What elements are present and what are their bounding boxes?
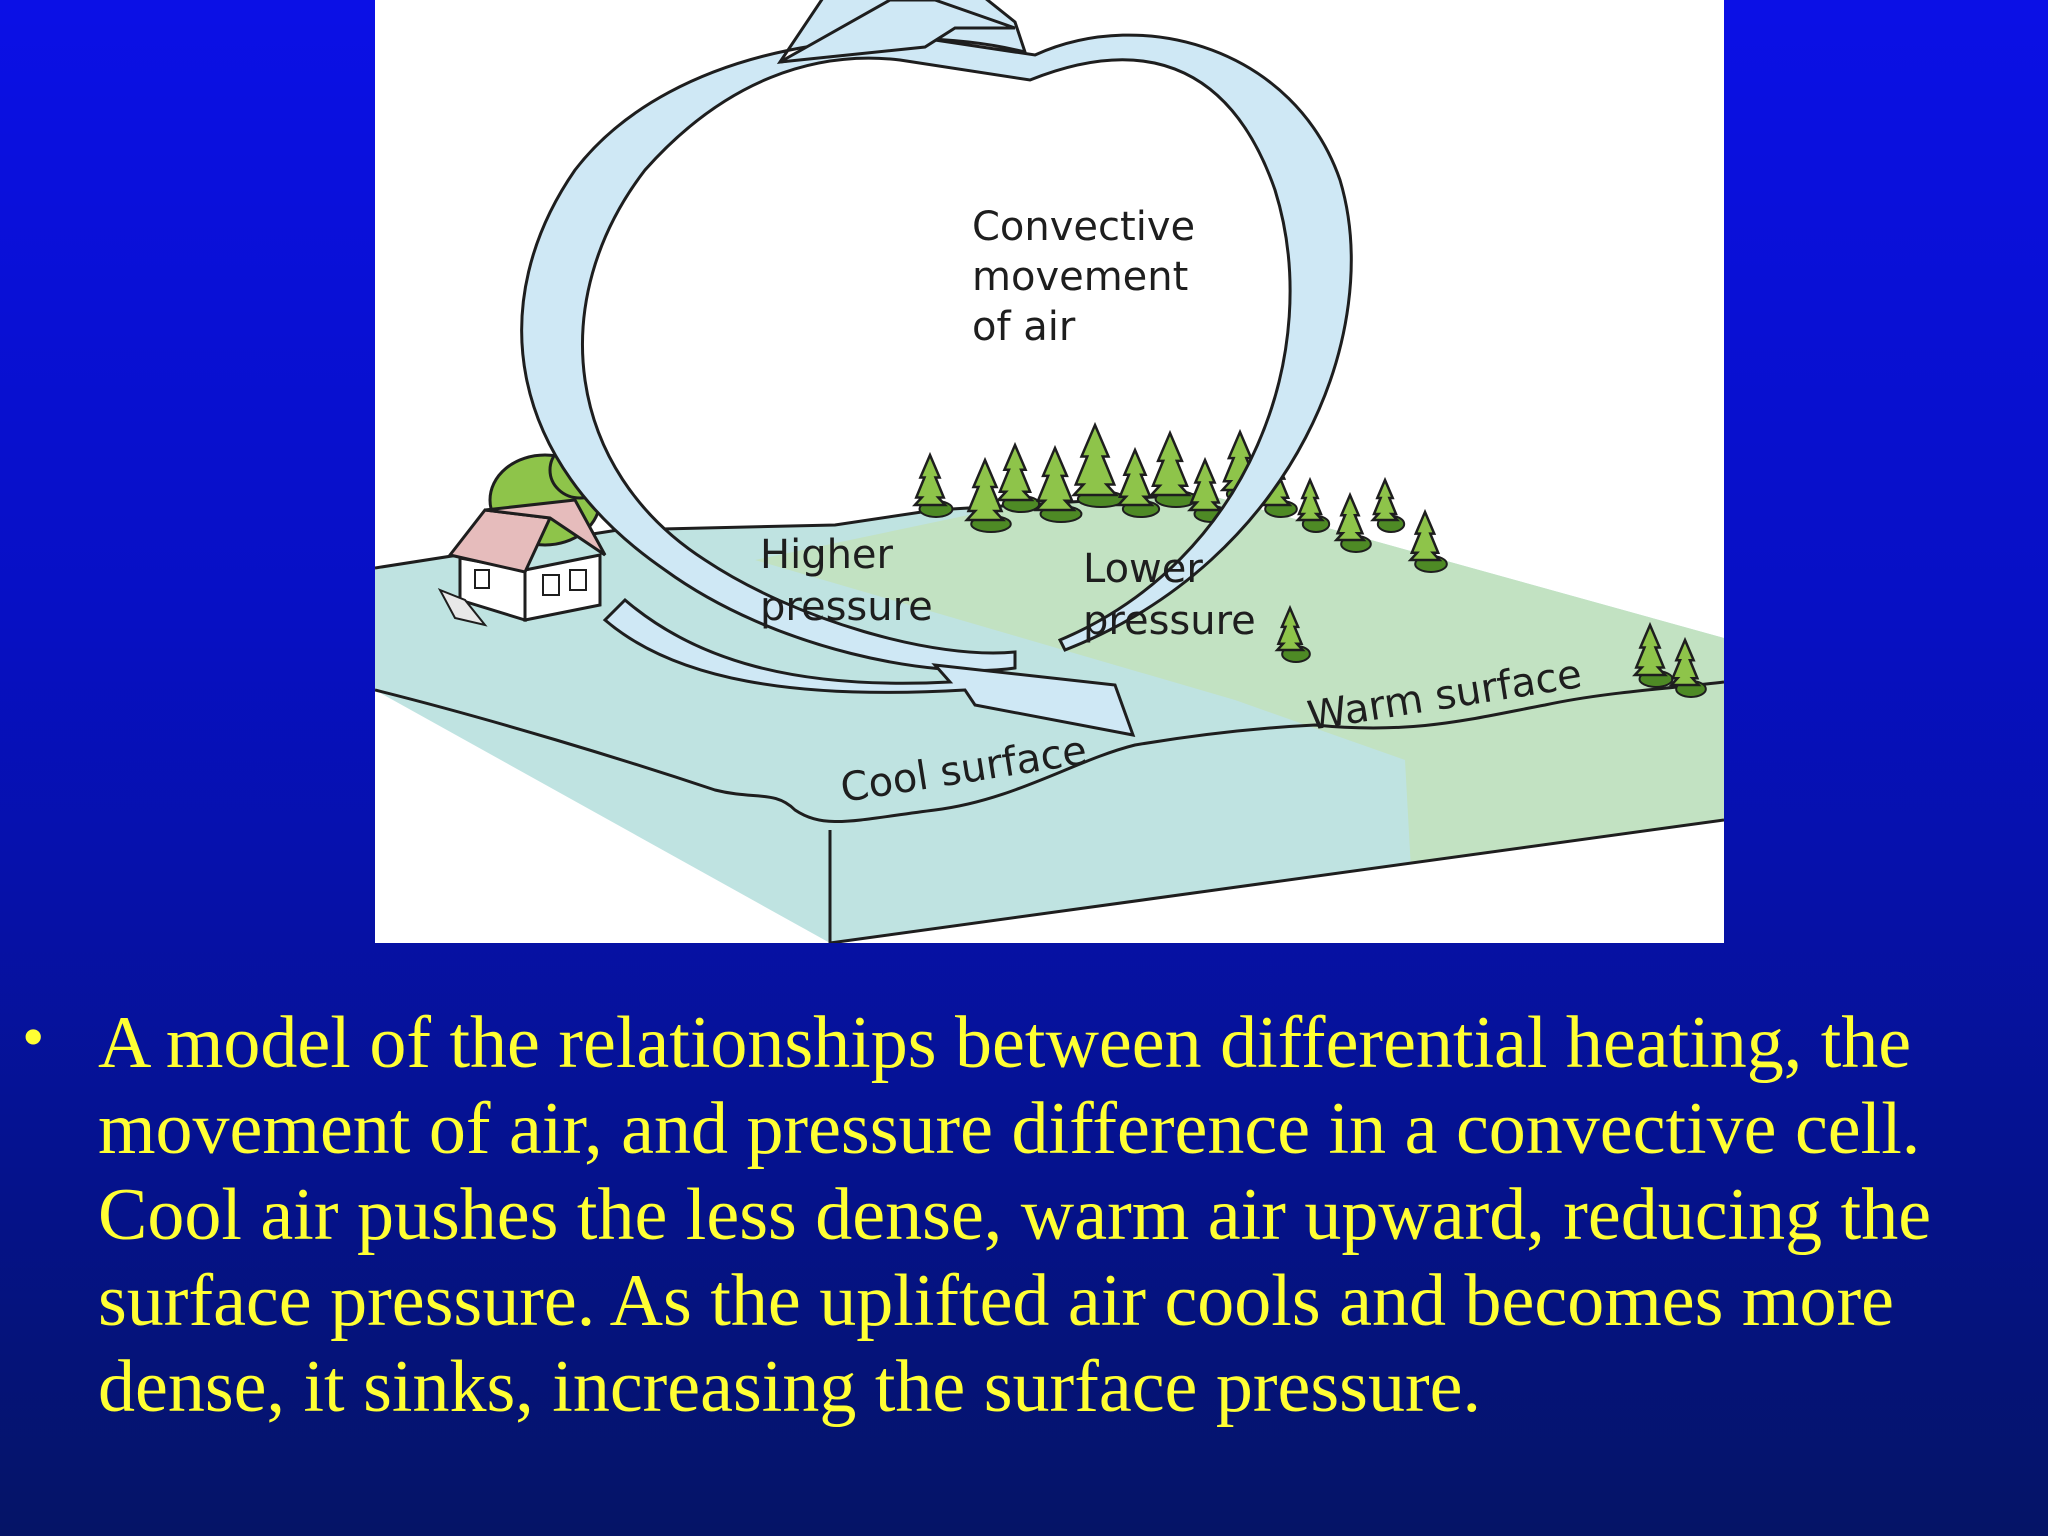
tree-icon bbox=[1187, 456, 1223, 512]
label-convective-3: of air bbox=[972, 304, 1076, 350]
arrow-head-top bbox=[779, 0, 1016, 64]
label-higher-2: pressure bbox=[760, 584, 933, 630]
tree-icon bbox=[1632, 621, 1668, 677]
caption: • A model of the relationships between d… bbox=[0, 1000, 2048, 1520]
tree-icon bbox=[964, 456, 1006, 522]
convection-diagram: Convective movement of air Higher pressu… bbox=[375, 0, 1724, 943]
tree-icon bbox=[1148, 429, 1192, 497]
house-icon bbox=[437, 440, 612, 627]
tree-icon bbox=[1274, 604, 1306, 652]
tree-icon bbox=[1295, 476, 1325, 522]
diagram-panel: Convective movement of air Higher pressu… bbox=[375, 0, 1724, 943]
tree-icon bbox=[912, 451, 948, 507]
tree-icon bbox=[1333, 491, 1367, 542]
label-higher-1: Higher bbox=[760, 532, 894, 578]
bullet-point: • bbox=[22, 1001, 45, 1072]
tree-icon bbox=[1115, 446, 1155, 507]
label-lower-2: pressure bbox=[1083, 598, 1256, 644]
tree-icon bbox=[995, 441, 1035, 502]
label-convective-1: Convective bbox=[972, 204, 1195, 250]
tree-icon bbox=[1370, 476, 1400, 522]
convective-arrow bbox=[520, 0, 1353, 673]
label-lower-1: Lower bbox=[1083, 546, 1203, 592]
label-convective-2: movement bbox=[972, 254, 1188, 300]
tree-icon bbox=[1407, 508, 1443, 562]
tree-icon bbox=[1033, 444, 1077, 512]
tree-icon bbox=[1070, 421, 1120, 497]
tree-icon bbox=[1668, 636, 1702, 687]
caption-text: A model of the relationships between dif… bbox=[98, 1002, 1932, 1428]
surface-flow-arrow bbox=[602, 597, 1136, 737]
